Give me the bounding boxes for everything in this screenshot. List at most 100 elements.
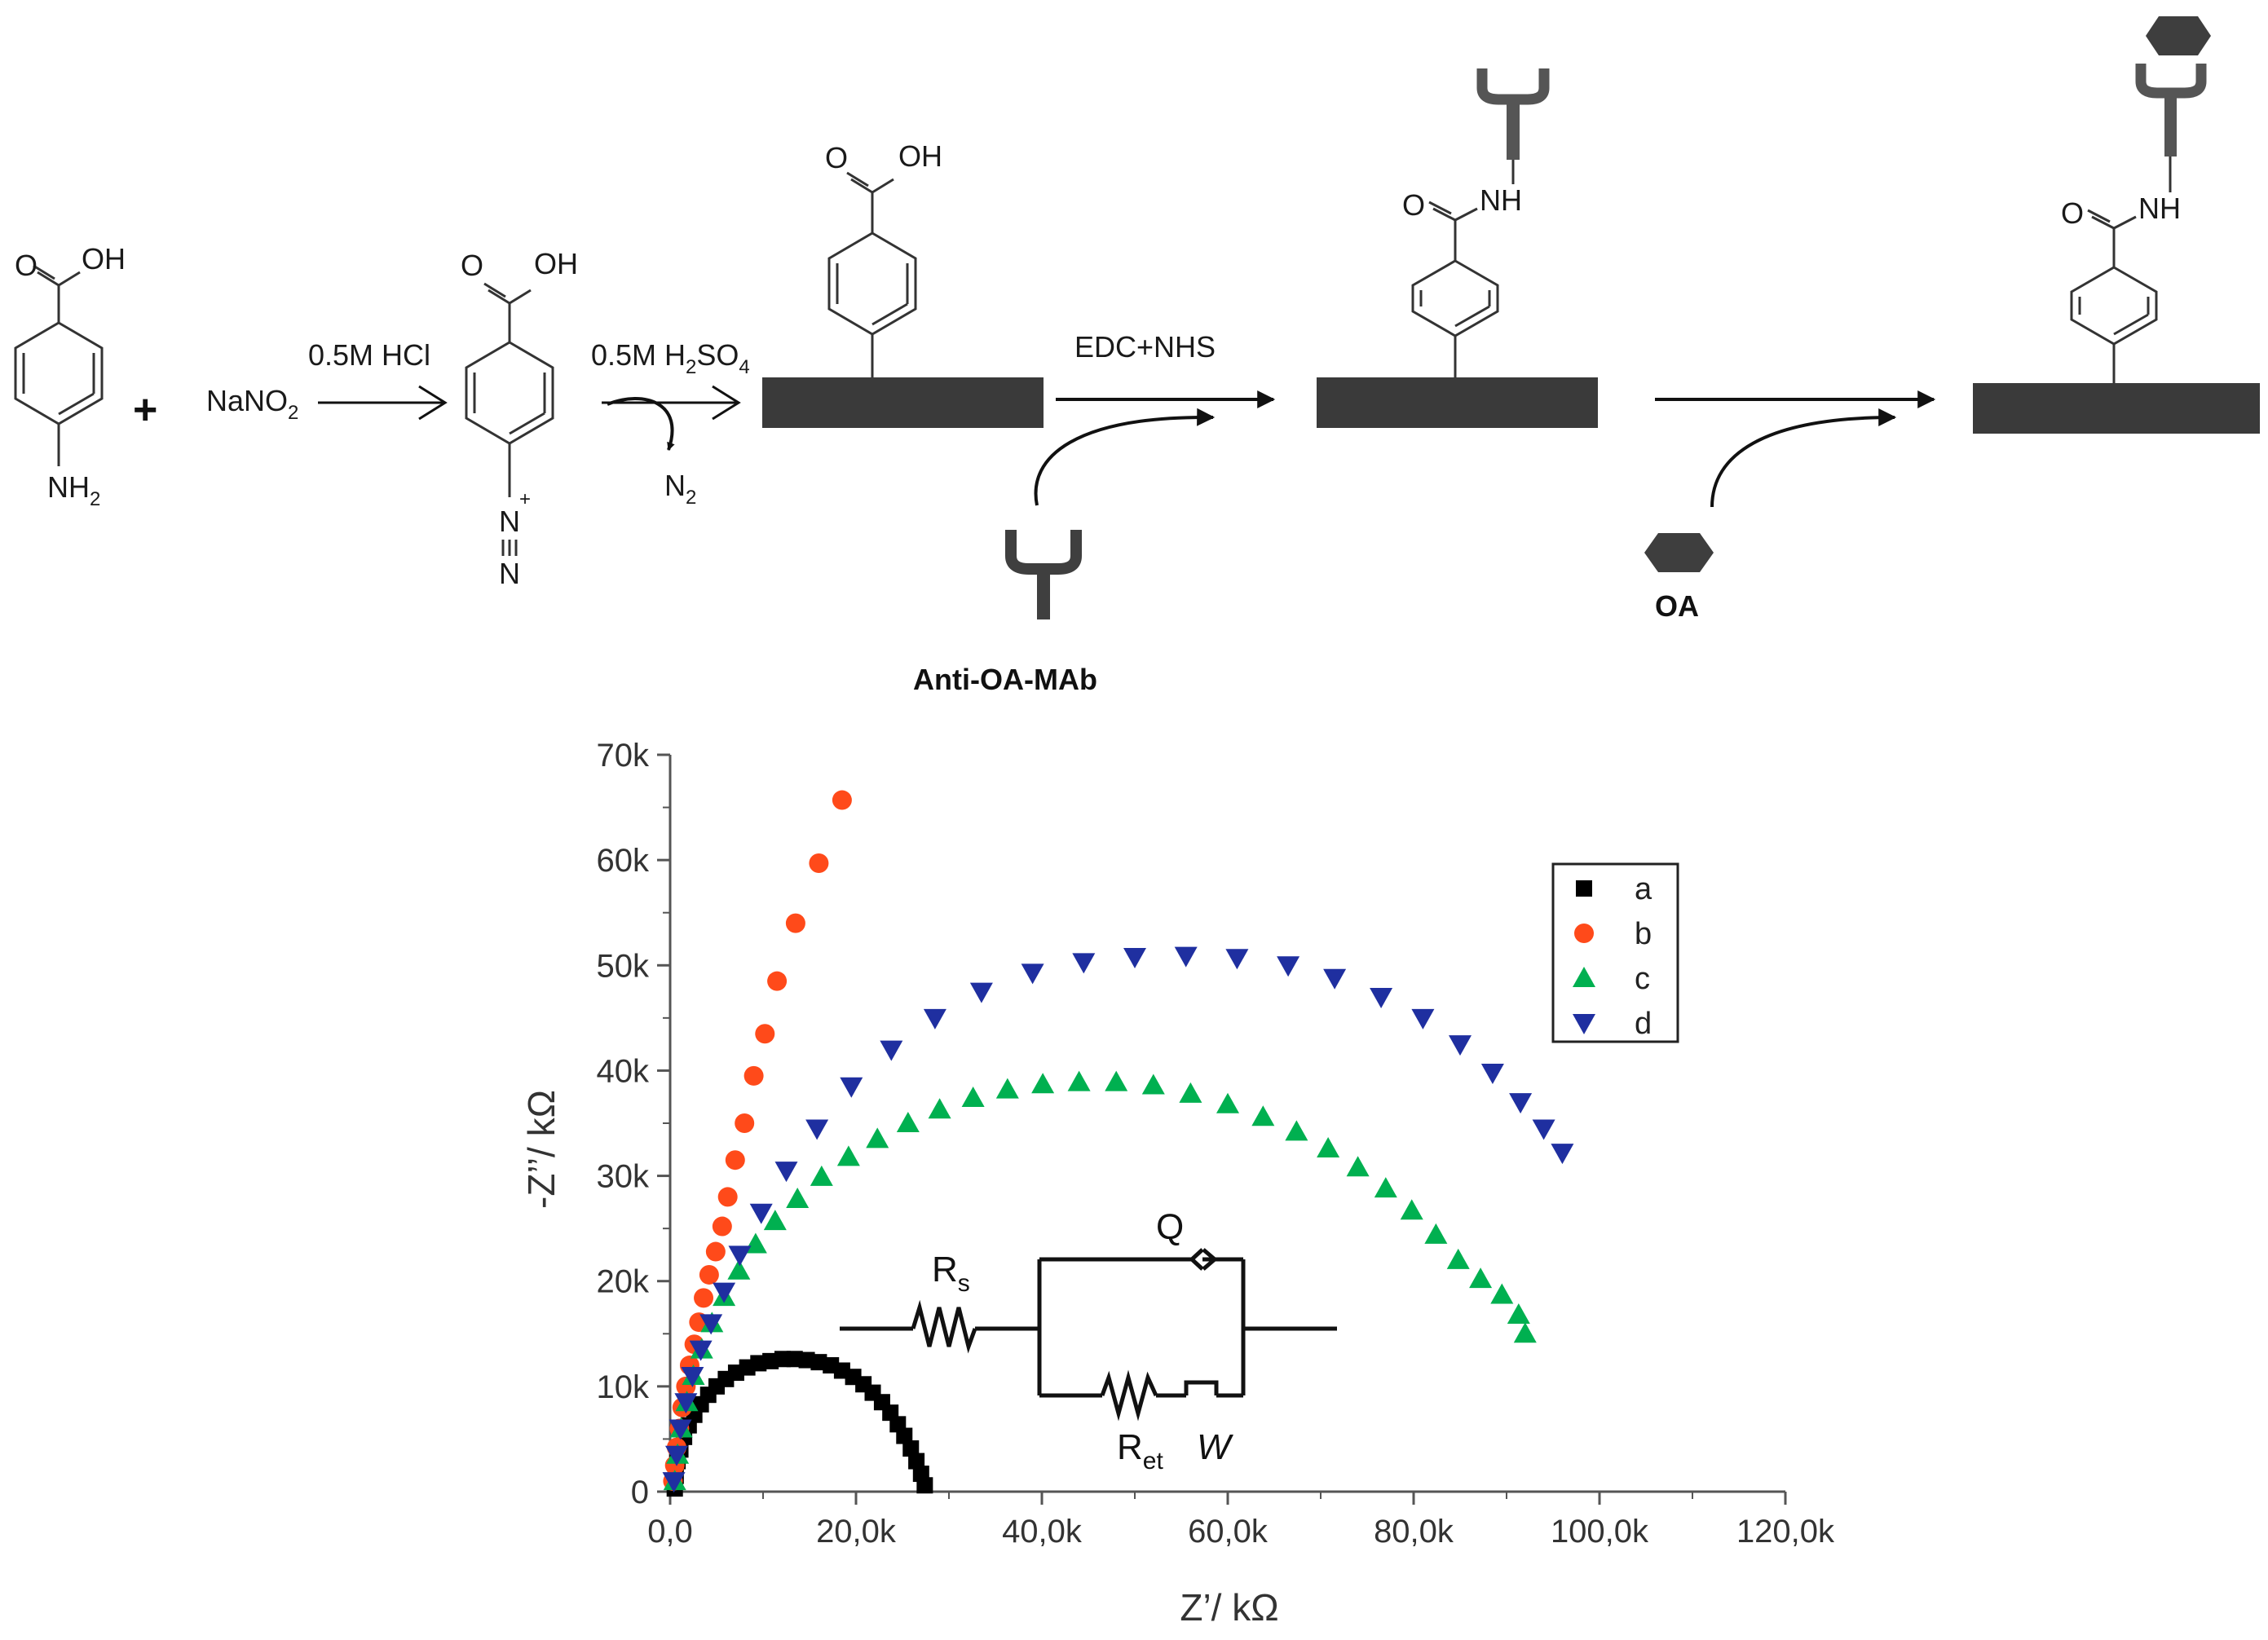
benzene-ring	[827, 231, 917, 336]
data-point-c	[1400, 1199, 1423, 1220]
reaction-arrow-2	[602, 385, 741, 451]
data-point-d	[840, 1077, 863, 1098]
warburg-element	[1184, 1380, 1219, 1395]
data-point-c	[786, 1187, 810, 1208]
data-point-d	[1532, 1119, 1555, 1140]
legend-label-c: c	[1635, 962, 1650, 996]
x-tick-label: 40,0k	[1002, 1514, 1083, 1550]
data-point-b	[809, 853, 829, 874]
hydroxyl-label: OH	[898, 139, 942, 173]
data-point-d	[1323, 968, 1347, 990]
positive-charge-label: +	[519, 488, 531, 510]
data-point-c	[866, 1127, 889, 1148]
data-point-c	[1346, 1156, 1370, 1177]
data-point-c	[810, 1165, 833, 1186]
electrode-surface	[1317, 377, 1598, 428]
okadaic-acid-icon	[1644, 533, 1714, 572]
data-point-d	[1370, 988, 1393, 1009]
data-point-c	[1251, 1105, 1275, 1126]
hcl-condition-label: 0.5M HCl	[308, 338, 430, 372]
data-point-d	[699, 1314, 723, 1335]
x-tick-label: 100,0k	[1551, 1514, 1649, 1550]
data-point-b	[832, 790, 852, 810]
carboxyphenyl-layer: O OH	[825, 139, 942, 377]
data-point-d	[1021, 963, 1044, 985]
amide-nh-label: NH	[2138, 192, 2181, 225]
data-point-c	[836, 1145, 860, 1166]
electrode-surface	[762, 377, 1044, 428]
data-point-d	[713, 1282, 736, 1303]
charge-transfer-resistance-label: Ret	[1117, 1427, 1163, 1475]
data-point-c	[1031, 1073, 1055, 1094]
data-point-b	[755, 1024, 775, 1044]
benzene-ring	[2070, 266, 2158, 346]
data-point-d	[1480, 1064, 1504, 1085]
data-point-d	[1449, 1035, 1472, 1056]
bound-okadaic-acid-icon	[2146, 16, 2211, 55]
data-point-b	[705, 1241, 726, 1262]
data-point-c	[961, 1087, 985, 1108]
legend-label-b: b	[1635, 917, 1652, 951]
reaction-arrow-4	[1655, 390, 1936, 508]
legend-marker-b	[1574, 924, 1594, 943]
data-points	[662, 790, 1574, 1497]
y-tick-label: 70k	[597, 738, 650, 774]
data-point-c	[1374, 1177, 1397, 1198]
data-point-d	[1277, 956, 1300, 977]
carbonyl-o-label: O	[1402, 188, 1425, 222]
amide-nh-label: NH	[1480, 183, 1522, 217]
data-point-d	[664, 1445, 688, 1466]
data-point-c	[763, 1210, 787, 1231]
reaction-arrow-3	[1034, 390, 1276, 506]
data-point-d	[969, 982, 993, 1003]
data-point-c	[1490, 1283, 1514, 1304]
data-point-c	[727, 1259, 751, 1280]
data-point-d	[689, 1340, 713, 1361]
series-c	[663, 1070, 1537, 1491]
data-point-d	[674, 1393, 698, 1414]
charge-transfer-resistor	[1100, 1369, 1158, 1422]
edc-nhs-condition-label: EDC+NHS	[1074, 330, 1216, 364]
x-tick-label: 60,0k	[1188, 1514, 1269, 1550]
antibody-icon	[1005, 530, 1082, 619]
solution-resistor	[911, 1299, 977, 1354]
analyte-label: OA	[1655, 589, 1699, 623]
aminobenzoic-acid-molecule: O OH NH2	[14, 242, 126, 510]
x-tick-label: 80,0k	[1374, 1514, 1454, 1550]
amine-label: NH2	[47, 470, 100, 510]
data-point-b	[785, 913, 805, 933]
antibody-conjugate: O NH	[1402, 68, 1550, 377]
y-tick-label: 0	[631, 1475, 649, 1510]
data-point-b	[743, 1065, 764, 1086]
carbonyl-o-label: O	[2061, 196, 2084, 230]
data-point-c	[928, 1098, 951, 1119]
data-point-c	[1141, 1073, 1165, 1095]
sodium-nitrite-label: NaNO2	[206, 384, 298, 424]
data-point-d	[662, 1472, 686, 1493]
diazonium-molecule: O OH N + N	[461, 247, 578, 590]
data-point-d	[668, 1419, 692, 1440]
hydroxyl-label: OH	[82, 242, 126, 276]
equivalent-circuit-inset	[840, 1248, 1337, 1422]
y-tick-label: 60k	[597, 843, 650, 879]
data-point-d	[1411, 1008, 1435, 1029]
series-d	[662, 946, 1574, 1493]
y-tick-label: 50k	[597, 948, 650, 984]
benzene-ring	[465, 341, 554, 445]
data-point-a	[902, 1440, 920, 1457]
data-point-d	[1551, 1144, 1574, 1165]
benzene-ring	[14, 321, 104, 425]
data-point-b	[725, 1150, 745, 1170]
data-point-b	[699, 1264, 719, 1285]
reaction-scheme: O OH NH2 + NaNO2 0.5M HCl	[14, 16, 2260, 696]
data-point-a	[916, 1477, 933, 1494]
data-point-d	[1509, 1093, 1533, 1114]
antibody-icon	[1476, 68, 1550, 160]
data-point-c	[1179, 1082, 1202, 1103]
diazonium-n-label: N	[499, 505, 520, 538]
carbonyl-o-label: O	[825, 141, 848, 174]
legend-marker-c	[1573, 967, 1595, 987]
